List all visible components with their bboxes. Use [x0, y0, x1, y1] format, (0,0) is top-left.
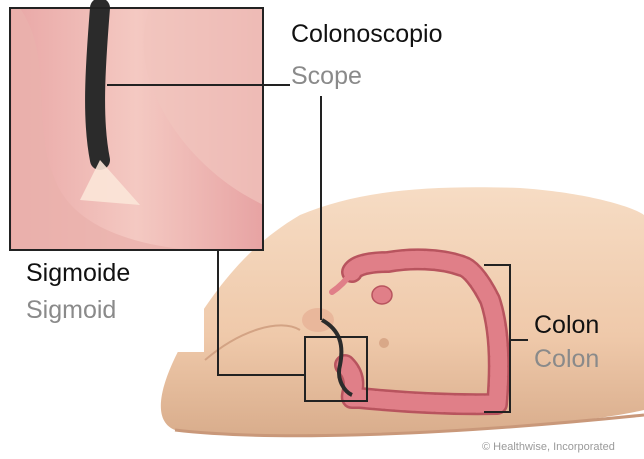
colon-label-english: Colon: [534, 343, 599, 375]
copyright-credit: © Healthwise, Incorporated: [482, 441, 615, 453]
inset-scope: [95, 8, 100, 160]
scope-label-spanish: Colonoscopio: [291, 18, 443, 50]
sigmoid-label-english: Sigmoid: [26, 294, 204, 352]
colon-label-spanish: Colon: [534, 309, 599, 341]
navel: [379, 338, 389, 348]
sigmoid-label-spanish: Sigmoide: [26, 257, 204, 289]
scope-label-english: Scope: [291, 60, 362, 92]
inset-box: [10, 8, 263, 250]
